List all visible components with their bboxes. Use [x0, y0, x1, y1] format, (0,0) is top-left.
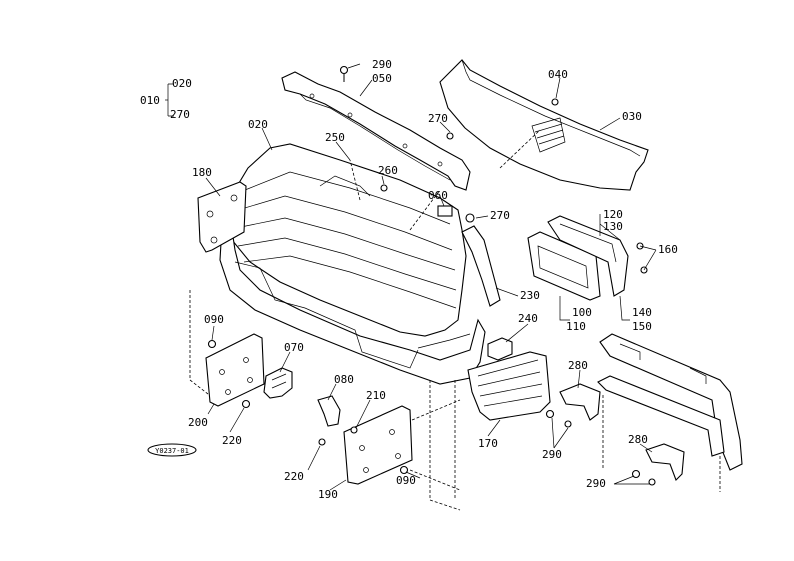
support-bar-050: [281, 71, 471, 191]
label-090b: 090: [396, 474, 416, 487]
label-group-member-1: 020: [172, 77, 192, 90]
bracket-070: [263, 367, 293, 399]
label-050: 050: [372, 72, 392, 85]
stamp-text: Y0237-01: [155, 447, 189, 455]
label-040: 040: [548, 68, 568, 81]
label-290: 290: [372, 58, 392, 71]
label-090a: 090: [204, 313, 224, 326]
part-labels: 010 020 270 290 050 040 030 020 250 270 …: [140, 58, 678, 501]
label-200: 200: [188, 416, 208, 429]
side-plate-190: [343, 399, 461, 491]
label-190: 190: [318, 488, 338, 501]
label-060: 060: [428, 189, 448, 202]
bracket-280b: [645, 443, 685, 481]
label-270b: 270: [490, 209, 510, 222]
side-louver-170: [467, 351, 551, 421]
label-180: 180: [192, 166, 212, 179]
label-170: 170: [478, 437, 498, 450]
label-160: 160: [658, 243, 678, 256]
radiator-frame: [597, 333, 743, 492]
side-plate-200: [189, 290, 265, 407]
label-group: 010: [140, 94, 160, 107]
label-020: 020: [248, 118, 268, 131]
label-290b: 290: [542, 448, 562, 461]
block-240: [487, 337, 513, 361]
label-150: 150: [632, 320, 652, 333]
mount-frame-100: [527, 231, 601, 301]
label-230: 230: [520, 289, 540, 302]
stamp: Y0237-01: [147, 443, 197, 457]
label-030: 030: [622, 110, 642, 123]
bracket-080: [317, 395, 341, 427]
vent-grille: [531, 117, 566, 153]
label-080: 080: [334, 373, 354, 386]
mount-bracket-120: [547, 215, 629, 297]
label-290c: 290: [586, 477, 606, 490]
assembly-lines: [349, 129, 541, 511]
label-110: 110: [566, 320, 586, 333]
top-cover-030: [439, 59, 649, 191]
bracket-280a: [559, 383, 601, 421]
label-220b: 220: [284, 470, 304, 483]
label-100: 100: [572, 306, 592, 319]
leader-lines: [165, 63, 657, 491]
left-bracket-180: [197, 181, 247, 253]
label-280b: 280: [628, 433, 648, 446]
label-270a: 270: [428, 112, 448, 125]
label-220a: 220: [222, 434, 242, 447]
label-250: 250: [325, 131, 345, 144]
label-070: 070: [284, 341, 304, 354]
side-strip-230: [461, 225, 501, 307]
label-group-member-2: 270: [170, 108, 190, 121]
label-210: 210: [366, 389, 386, 402]
label-140: 140: [632, 306, 652, 319]
label-260: 260: [378, 164, 398, 177]
label-280a: 280: [568, 359, 588, 372]
label-120: 120: [603, 208, 623, 221]
label-130: 130: [603, 220, 623, 233]
label-240: 240: [518, 312, 538, 325]
front-grille-020: [219, 143, 486, 385]
